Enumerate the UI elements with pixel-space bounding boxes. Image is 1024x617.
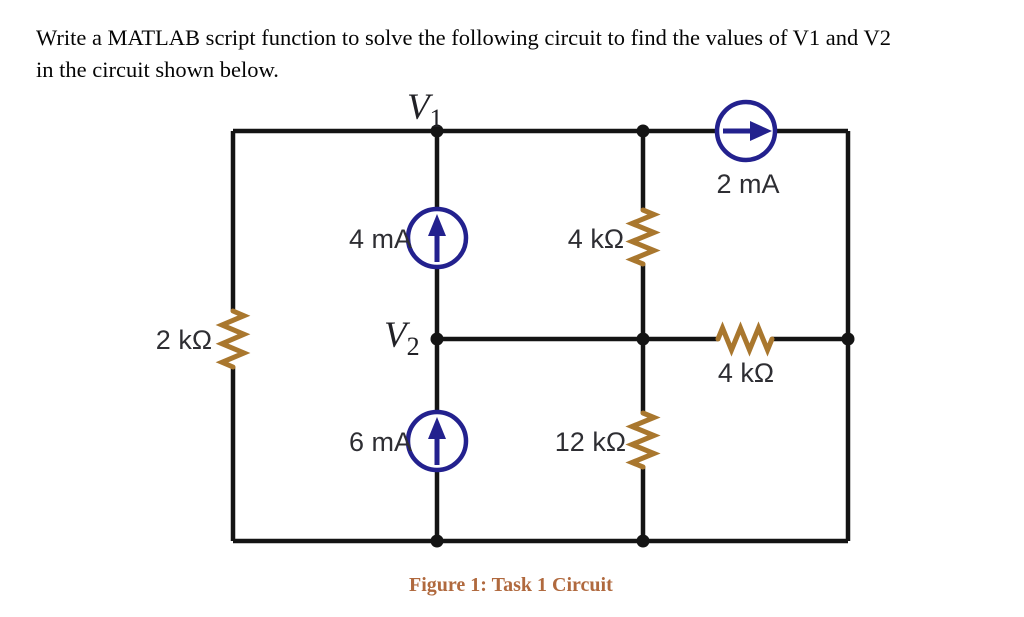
current-source-2ma-label: 2 mA [716, 169, 779, 199]
node-dot-bottom-left-branch [430, 534, 444, 548]
problem-statement-line1: Write a MATLAB script function to solve … [36, 25, 891, 50]
node-dot-mid [636, 332, 650, 346]
node-dot-v2 [430, 332, 444, 346]
current-source-6ma [405, 409, 469, 473]
node-dot-v1 [430, 124, 444, 138]
resistor-2k-zigzag [215, 308, 251, 370]
node-label-v2: V2 [384, 315, 420, 361]
node-label-v1: V1 [407, 87, 443, 133]
resistor-12k-zigzag [625, 410, 661, 470]
problem-statement-line2: in the circuit shown below. [36, 57, 279, 82]
current-source-4ma-label: 4 mA [349, 224, 412, 254]
resistor-4k-horizontal-zigzag [715, 321, 775, 357]
right-arrow-icon [750, 121, 772, 141]
current-source-4ma-circle [405, 206, 469, 270]
node-dot-bottom-mid-branch [636, 534, 650, 548]
resistor-4k-vertical-label: 4 kΩ [568, 224, 624, 254]
resistor-12k-label: 12 kΩ [555, 427, 626, 457]
current-source-6ma-label: 6 mA [349, 427, 412, 457]
current-source-6ma-circle [405, 409, 469, 473]
node-dot-top-mid [636, 124, 650, 138]
up-arrow-icon [428, 417, 446, 439]
node-dot-mid-right [841, 332, 855, 346]
current-source-2ma-circle [714, 99, 778, 163]
resistor-2k-label: 2 kΩ [156, 325, 212, 355]
problem-statement: Write a MATLAB script function to solve … [36, 22, 1006, 86]
up-arrow-icon [428, 214, 446, 236]
resistor-4k-horizontal-label: 4 kΩ [718, 358, 774, 388]
current-source-4ma [405, 206, 469, 270]
current-source-2ma [714, 99, 778, 163]
figure-caption: Figure 1: Task 1 Circuit [409, 574, 613, 596]
resistor-4k-vertical-zigzag [625, 207, 661, 267]
